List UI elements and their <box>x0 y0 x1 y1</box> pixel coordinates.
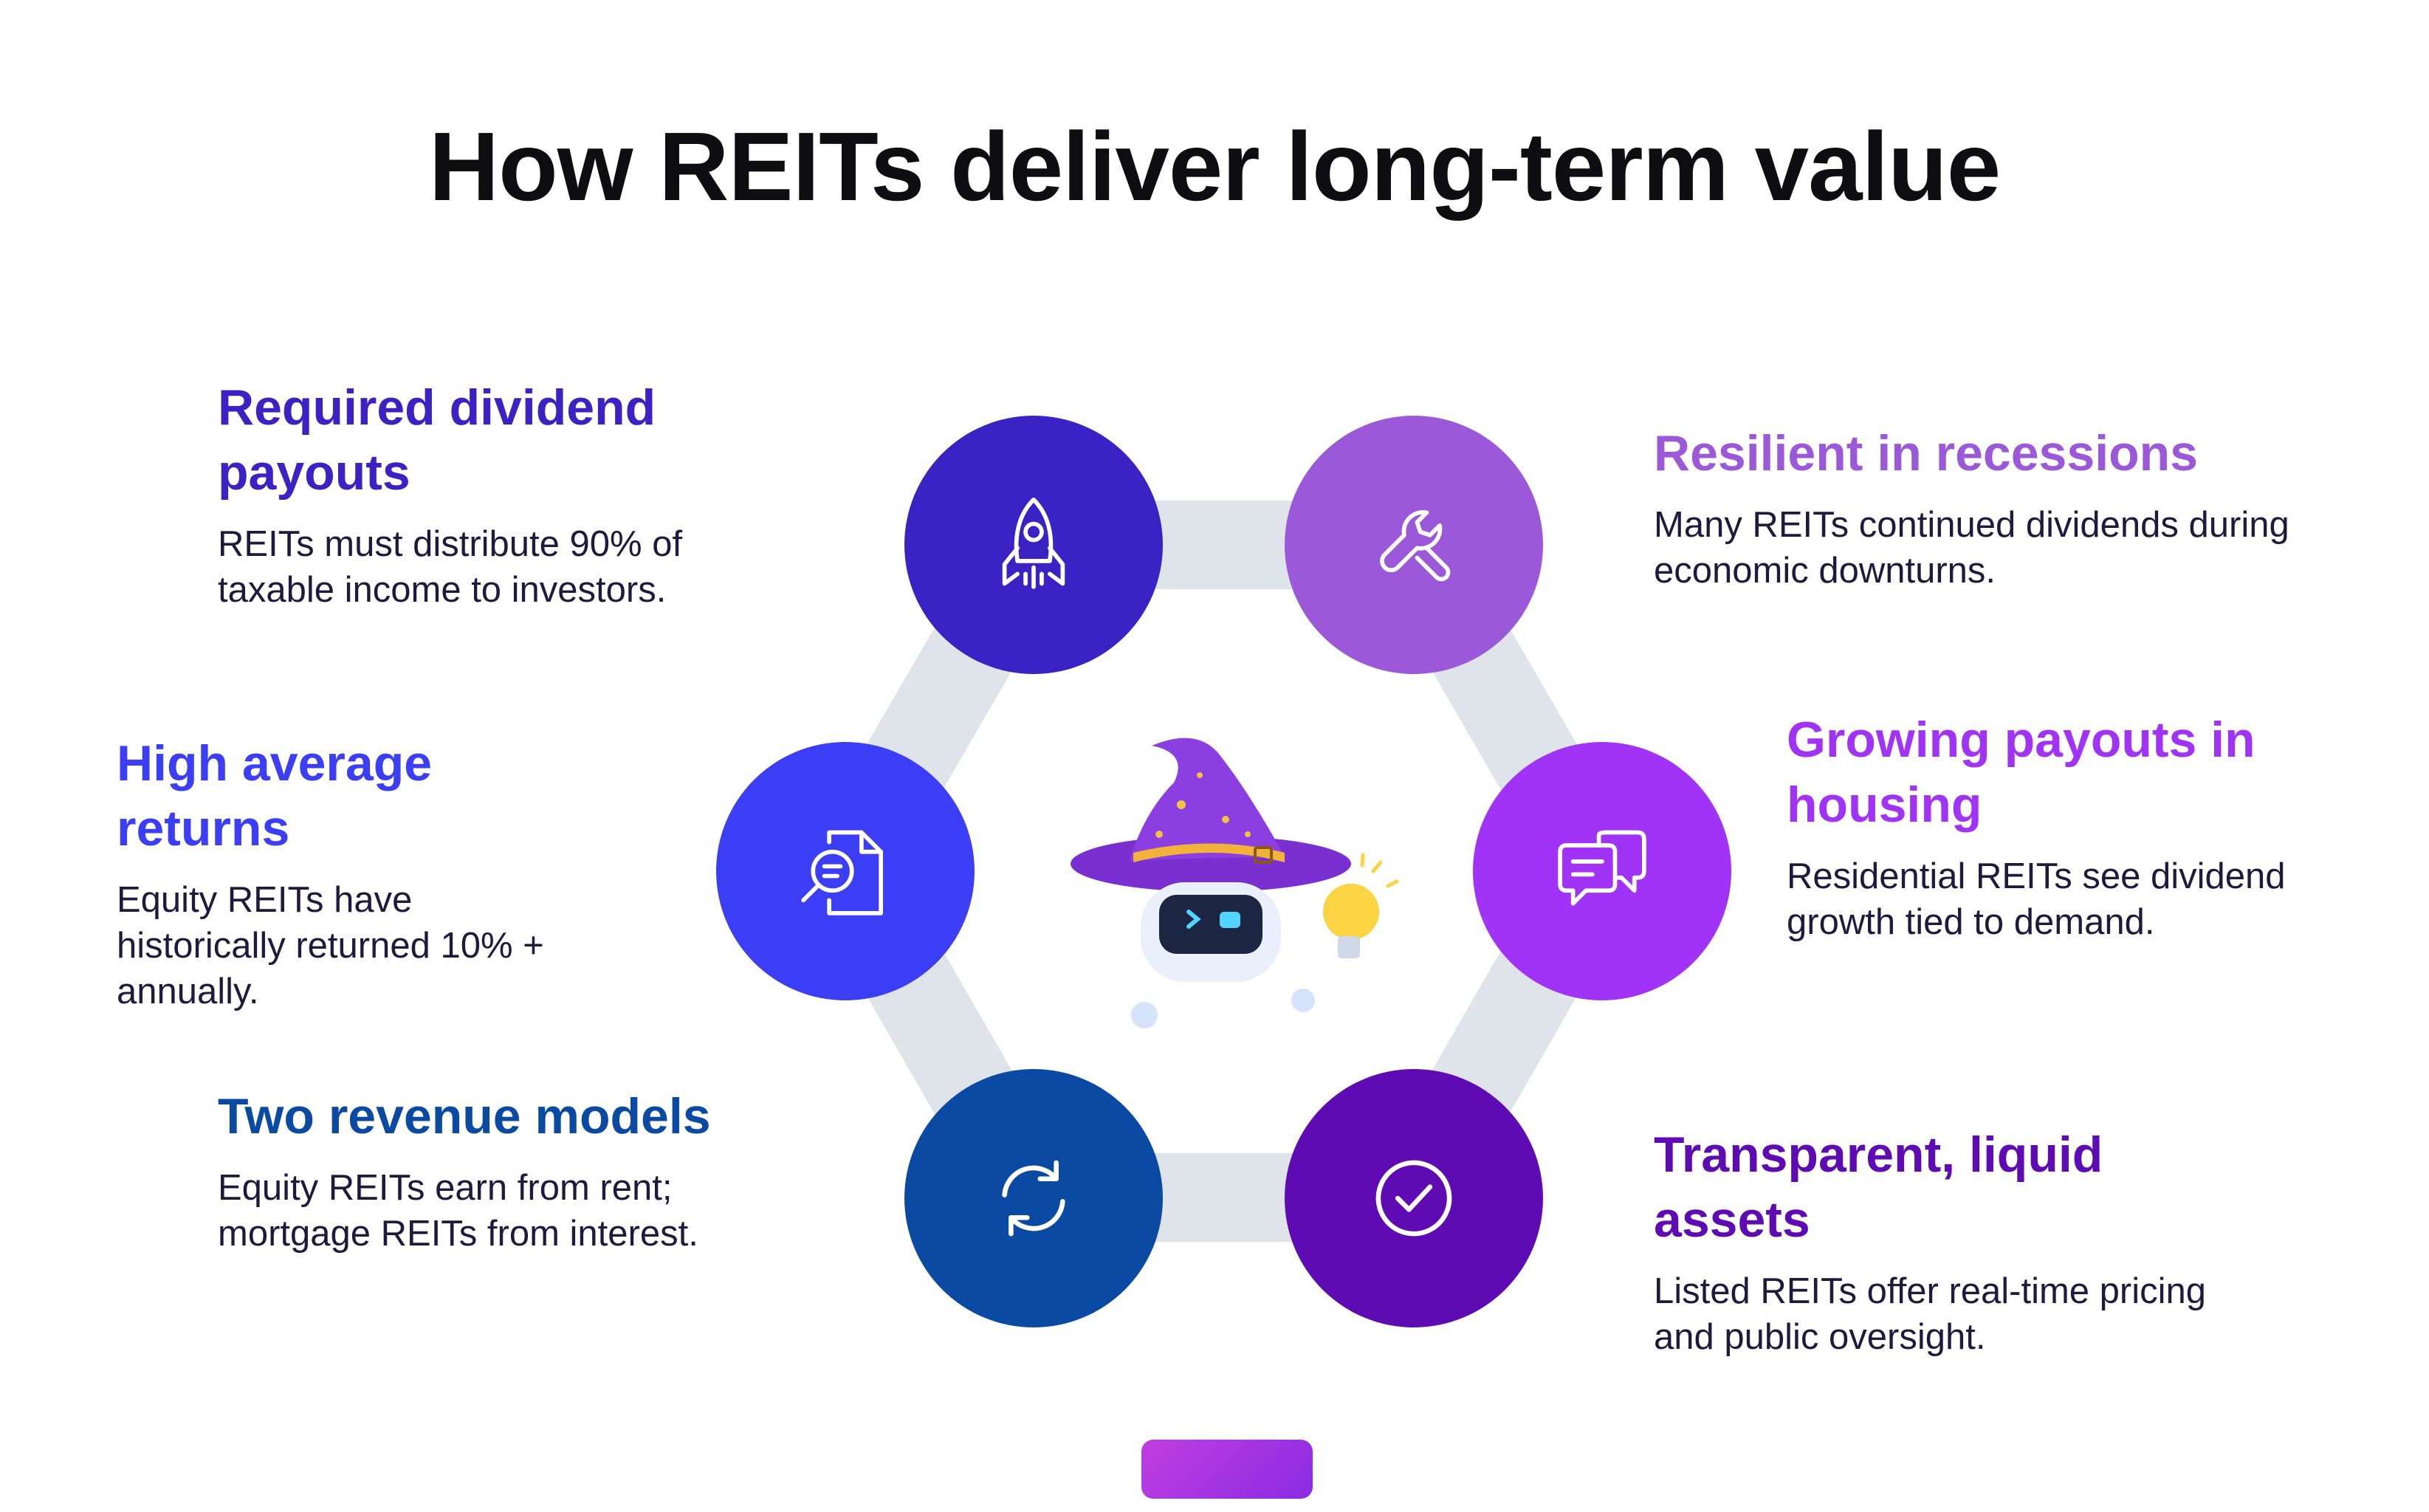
item-description: Equity REITs have historically returned … <box>117 880 544 1011</box>
node-resilient-in-recessions <box>1285 416 1543 674</box>
item-resilient-in-recessions: Resilient in recessions Many REITs conti… <box>1654 421 2303 594</box>
chat-bubbles-icon <box>1558 830 1646 906</box>
item-description: Residential REITs see dividend growth ti… <box>1787 856 2286 942</box>
wrench-icon <box>1380 509 1451 582</box>
item-heading: Transparent, liquid assets <box>1654 1127 2103 1248</box>
document-search-icon <box>801 830 883 915</box>
item-heading: Required dividend payouts <box>218 379 656 501</box>
refresh-icon <box>1002 1160 1065 1237</box>
item-high-average-returns: High average returns Equity REITs have h… <box>117 731 589 1014</box>
check-circle-icon <box>1375 1160 1452 1237</box>
item-heading: Resilient in recessions <box>1654 425 2198 481</box>
wizard-robot-mascot <box>1071 738 1399 1028</box>
item-growing-payouts-in-housing: Growing payouts in housing Residential R… <box>1787 707 2333 945</box>
node-high-average-returns <box>716 742 975 1000</box>
node-two-revenue-models <box>904 1069 1163 1327</box>
item-two-revenue-models: Two revenue models Equity REITs earn fro… <box>218 1084 735 1257</box>
item-heading: Two revenue models <box>218 1088 711 1144</box>
magicdoor-logo <box>1141 1440 1313 1499</box>
node-transparent-liquid-assets <box>1285 1069 1543 1327</box>
page-title: How REITs deliver long-term value <box>428 112 2001 221</box>
item-heading: Growing payouts in housing <box>1787 712 2256 833</box>
rocket-icon <box>1002 497 1065 589</box>
item-description: Equity REITs earn from rent; mortgage RE… <box>218 1168 698 1254</box>
node-required-dividend-payouts <box>904 416 1163 674</box>
item-description: REITs must distribute 90% of taxable inc… <box>218 524 683 610</box>
item-description: Many REITs continued dividends during ec… <box>1654 505 2289 591</box>
item-transparent-liquid-assets: Transparent, liquid assets Listed REITs … <box>1654 1122 2230 1360</box>
node-growing-payouts-in-housing <box>1473 742 1731 1000</box>
item-heading: High average returns <box>117 735 433 856</box>
item-required-dividend-payouts: Required dividend payouts REITs must dis… <box>218 375 749 613</box>
item-description: Listed REITs offer real-time pricing and… <box>1654 1271 2206 1357</box>
